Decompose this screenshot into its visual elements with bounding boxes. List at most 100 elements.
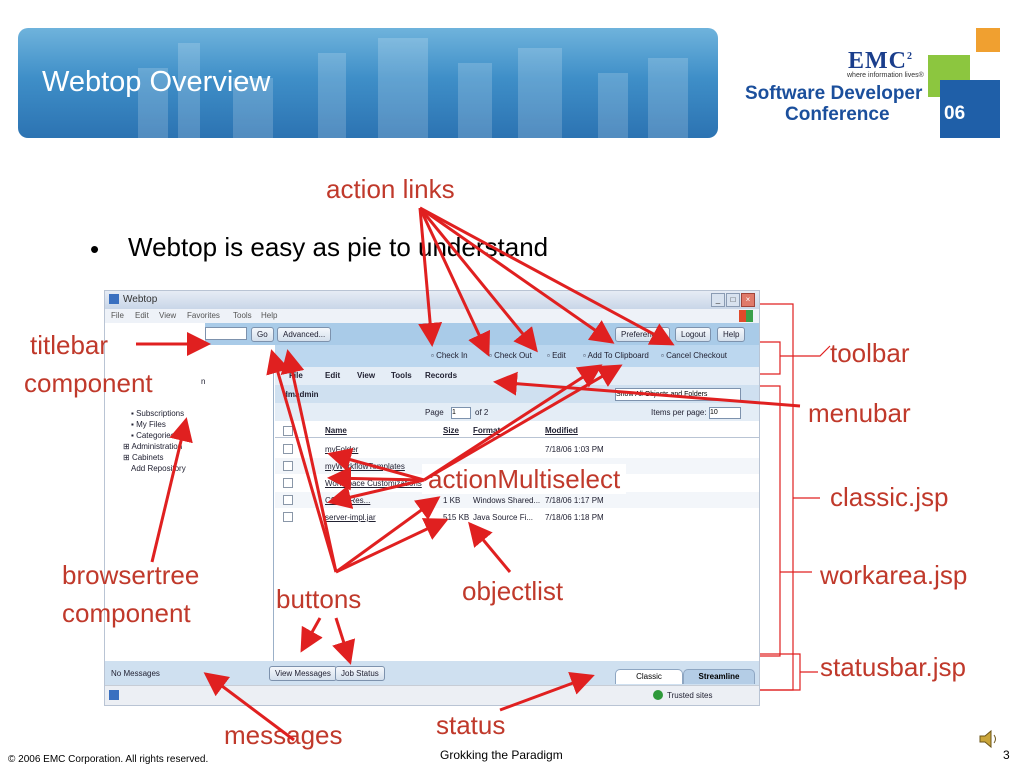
ie-window-icon <box>109 294 119 304</box>
page-input[interactable]: 1 <box>451 407 471 419</box>
add-to-clipboard-link[interactable]: ▫ Add To Clipboard <box>583 351 649 360</box>
tree-item-my-files[interactable]: ▪ My Files <box>131 420 166 429</box>
job-status-button[interactable]: Job Status <box>335 666 385 681</box>
skyline-building <box>233 78 273 138</box>
tree-item-cabinets[interactable]: ⊞ Cabinets <box>123 453 164 462</box>
row-format: Windows Shared... <box>473 496 541 505</box>
items-per-page-label: Items per page: <box>651 408 707 417</box>
column-name[interactable]: Name <box>325 426 347 435</box>
close-icon[interactable]: × <box>741 293 755 307</box>
skyline-building <box>318 53 346 138</box>
row-format: Java Source Fi... <box>473 513 534 522</box>
emc-tagline: where information lives® <box>847 72 924 79</box>
annotation-workarea-jsp: workarea.jsp <box>820 560 968 590</box>
work-area: dmadmin Show All Objects and Folders Pag… <box>275 385 759 661</box>
tab-classic[interactable]: Classic <box>615 669 683 684</box>
browser-menu-tools[interactable]: Tools <box>233 311 252 320</box>
cancel-checkout-link[interactable]: ▫ Cancel Checkout <box>661 351 727 360</box>
skyline-building <box>378 38 428 138</box>
tree-item-add-repository[interactable]: Add Repository <box>131 464 186 473</box>
annotation-browsertree-component: component <box>62 598 191 628</box>
annotation-titlebar-component: component <box>24 368 153 398</box>
logo-blue-square <box>940 80 1000 138</box>
help-button[interactable]: Help <box>717 327 746 342</box>
menu-edit[interactable]: Edit <box>325 371 341 380</box>
annotation-buttons: buttons <box>276 584 362 614</box>
annotation-titlebar: titlebar <box>30 330 109 360</box>
go-button[interactable]: Go <box>251 327 274 342</box>
annotation-toolbar: toolbar <box>830 338 910 368</box>
browser-menu-favorites[interactable]: Favorites <box>187 311 220 320</box>
annotation-statusbar-jsp: statusbar.jsp <box>820 652 966 682</box>
row-name-link[interactable]: myWorkflowTemplates <box>325 462 405 471</box>
skyline-building <box>518 48 562 138</box>
page-icon <box>109 690 119 700</box>
annotation-action-links: action links <box>326 174 455 204</box>
edit-link[interactable]: ▫ Edit <box>547 351 566 360</box>
maximize-icon[interactable]: □ <box>726 293 740 307</box>
conference-name-line2: Conference <box>785 104 890 125</box>
column-size[interactable]: Size <box>443 426 460 435</box>
footer-copyright: © 2006 EMC Corporation. All rights reser… <box>8 754 209 765</box>
title-banner <box>18 28 718 138</box>
objectlist-header: Name Size Format Modified <box>275 423 759 438</box>
table-row[interactable]: Workspace Customizations <box>275 475 759 491</box>
view-messages-button[interactable]: View Messages <box>269 666 337 681</box>
select-all-checkbox[interactable] <box>283 426 293 436</box>
skyline-building <box>598 73 628 138</box>
menu-file[interactable]: File <box>289 371 303 380</box>
tree-item-subscriptions[interactable]: ▪ Subscriptions <box>131 409 185 418</box>
speaker-icon[interactable] <box>978 728 1000 755</box>
row-checkbox[interactable] <box>283 512 293 522</box>
menu-tools[interactable]: Tools <box>391 371 412 380</box>
pager-row: Page 1 of 2 Items per page: 10 <box>275 403 759 421</box>
browser-menu-file[interactable]: File <box>111 311 124 320</box>
tree-item-categories[interactable]: ▪ Categories <box>131 431 175 440</box>
page-number: 3 <box>1003 748 1010 762</box>
row-checkbox[interactable] <box>283 461 293 471</box>
browser-tree: n ▪ Subscriptions ▪ My Files ▪ Categorie… <box>105 367 274 661</box>
advanced-search-button[interactable]: Advanced... <box>277 327 332 342</box>
action-links-bar: ▫ Check In ▫ Check Out ▫ Edit ▫ Add To C… <box>275 345 759 367</box>
conference-year: 06 <box>944 103 966 124</box>
annotation-messages: messages <box>224 720 343 750</box>
annotation-status: status <box>436 710 506 740</box>
folder-label: dmadmin <box>283 390 319 399</box>
check-in-link[interactable]: ▫ Check In <box>431 351 468 360</box>
browser-menu-help[interactable]: Help <box>261 311 278 320</box>
logout-button[interactable]: Logout <box>675 327 712 342</box>
row-checkbox[interactable] <box>283 495 293 505</box>
webtop-screenshot: Webtop _ □ × File Edit View Favorites To… <box>104 290 760 706</box>
browser-menu-bar: File Edit View Favorites Tools Help <box>105 309 759 323</box>
row-name-link[interactable]: server-impl.jar <box>325 513 376 522</box>
tree-item-partial[interactable]: n <box>201 377 206 386</box>
minimize-icon[interactable]: _ <box>711 293 725 307</box>
trusted-sites-label: Trusted sites <box>667 691 713 700</box>
skyline-building <box>458 63 492 138</box>
annotation-objectlist: objectlist <box>462 576 564 606</box>
tab-streamline[interactable]: Streamline <box>683 669 755 684</box>
skyline-building <box>178 43 200 138</box>
items-per-page-select[interactable]: 10 <box>709 407 741 419</box>
annotation-browsertree: browsertree <box>62 560 200 590</box>
row-checkbox[interactable] <box>283 444 293 454</box>
column-modified[interactable]: Modified <box>545 426 578 435</box>
menu-view[interactable]: View <box>357 371 376 380</box>
browser-menu-edit[interactable]: Edit <box>135 311 149 320</box>
row-checkbox[interactable] <box>283 478 293 488</box>
row-modified: 7/18/06 1:17 PM <box>545 496 604 505</box>
browser-menu-view[interactable]: View <box>159 311 177 320</box>
slide-title: Webtop Overview <box>42 66 271 98</box>
menu-records[interactable]: Records <box>425 371 458 380</box>
page-label: Page <box>425 408 444 417</box>
search-input[interactable] <box>205 327 247 340</box>
bullet-marker: • <box>90 234 100 264</box>
column-format[interactable]: Format <box>473 426 501 435</box>
row-size: 1 KB <box>443 496 461 505</box>
check-out-link[interactable]: ▫ Check Out <box>489 351 532 360</box>
row-name-link[interactable]: Workspace Customizations <box>325 479 422 488</box>
tree-item-administration[interactable]: ⊞ Administration <box>123 442 183 451</box>
window-titlebar: Webtop _ □ × <box>105 291 759 309</box>
